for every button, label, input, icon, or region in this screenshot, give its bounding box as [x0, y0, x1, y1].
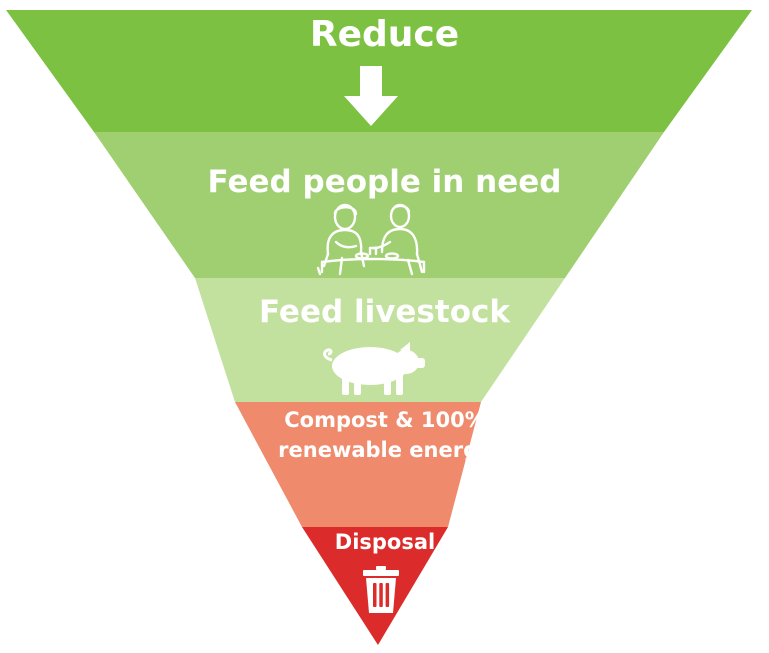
tier-label-feed-livestock: Feed livestock: [259, 294, 510, 330]
trash-can-icon: [363, 566, 399, 613]
tier-label-feed-people: Feed people in need: [207, 164, 562, 200]
people-at-table-icon: [316, 203, 426, 276]
tier-label-reduce: Reduce: [309, 14, 460, 55]
tier-feed-people: [94, 132, 664, 278]
tier-compost: [235, 402, 481, 527]
tier-label-compost: Compost & 100% renewable energy: [278, 408, 492, 462]
tier-label-disposal: Disposal: [334, 530, 436, 554]
pig-icon: [323, 342, 425, 395]
down-arrow-icon: [344, 66, 398, 126]
tier-feed-livestock: [195, 278, 565, 402]
